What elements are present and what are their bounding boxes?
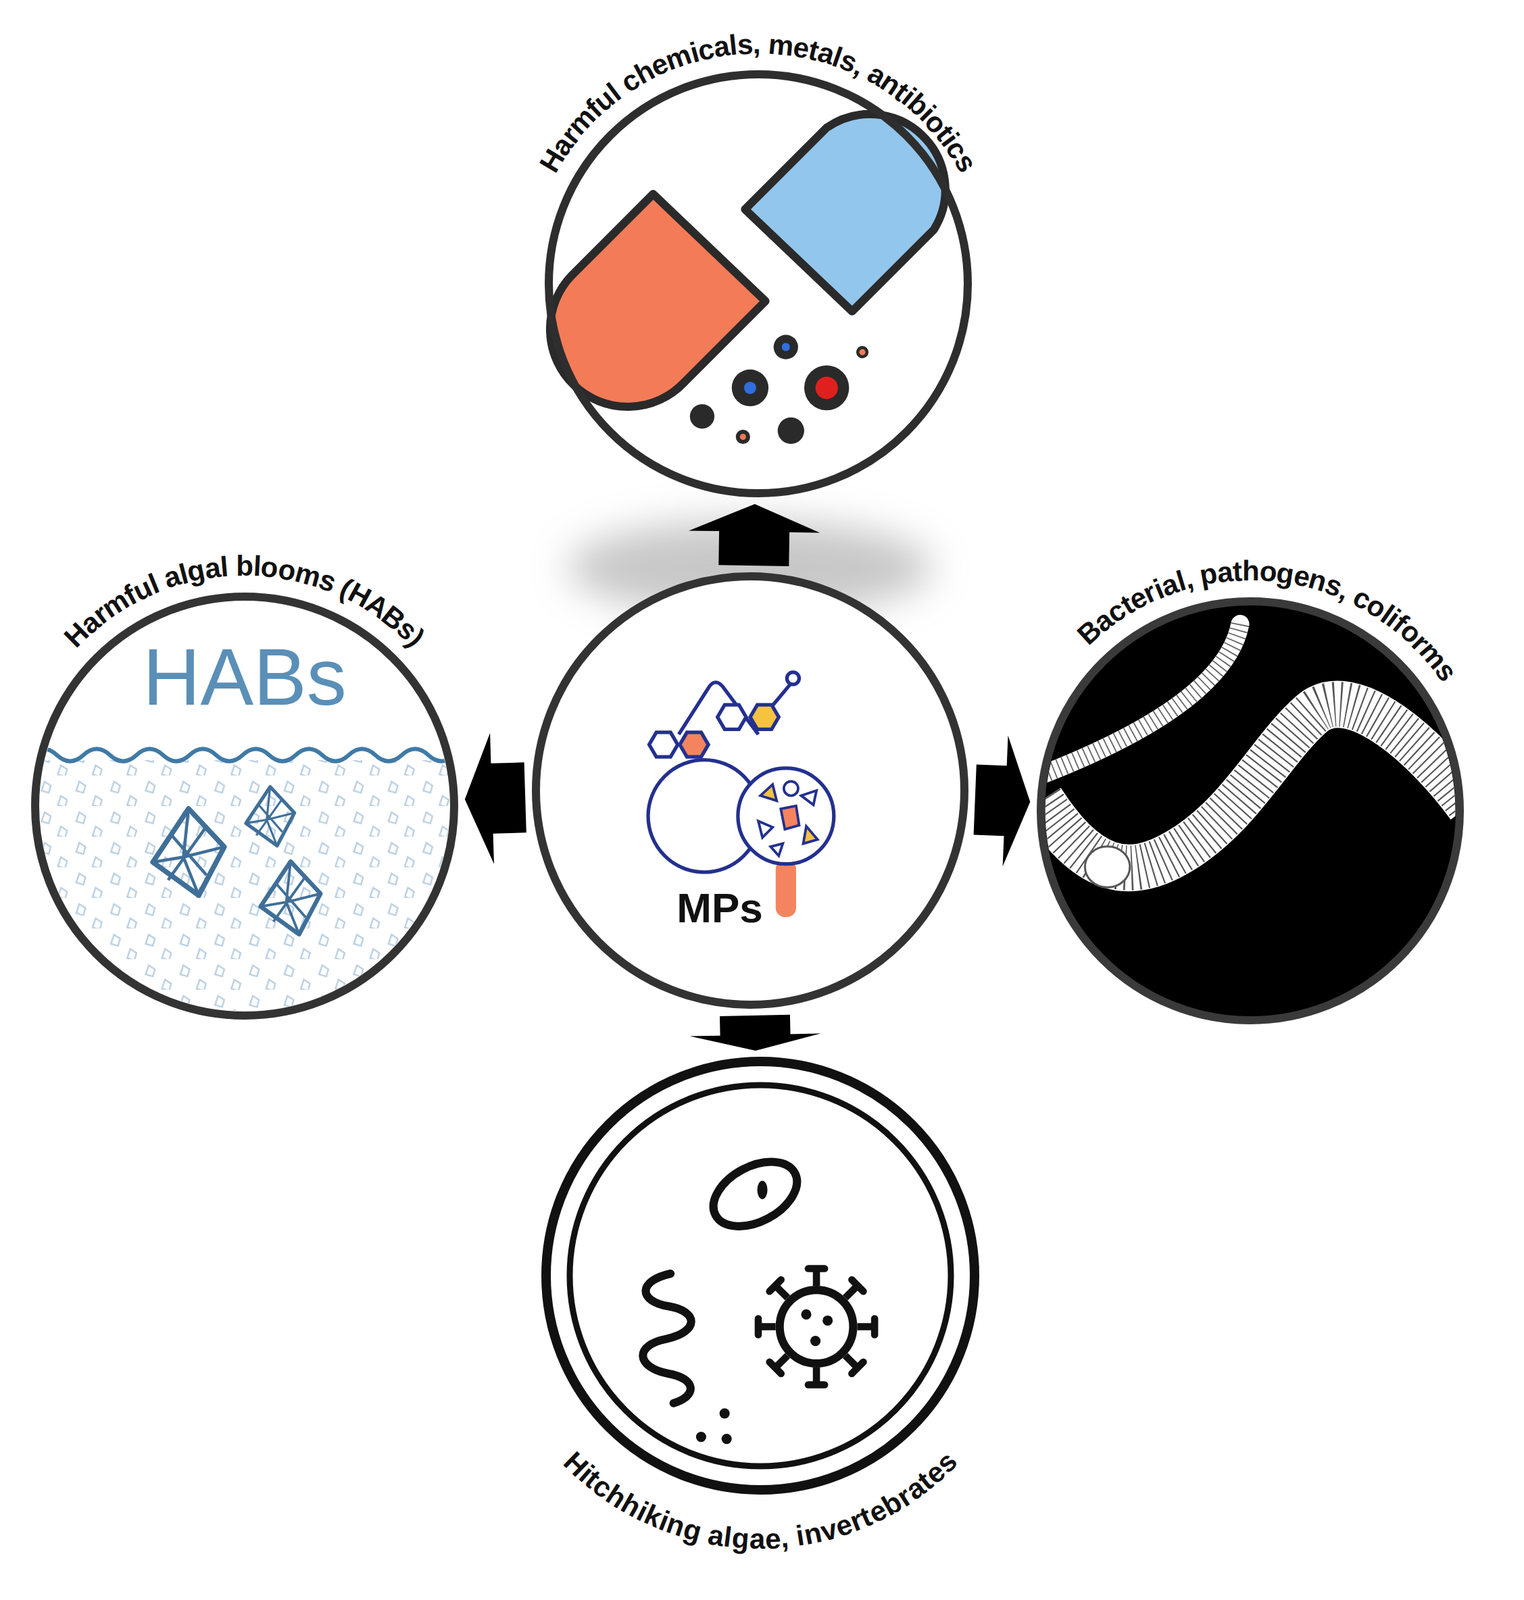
capsule-icon bbox=[735, 429, 751, 445]
hitchhiker-illustration bbox=[856, 1318, 875, 1335]
microplastic-icon bbox=[758, 821, 773, 838]
algae-illustration bbox=[246, 786, 295, 846]
hitchhiker-illustration bbox=[810, 1336, 821, 1347]
algae-illustration bbox=[30, 748, 482, 761]
hitchhiker-illustration bbox=[719, 1408, 730, 1419]
algae-illustration bbox=[260, 861, 322, 935]
block-arrow bbox=[690, 1015, 822, 1051]
mps-label: MPs bbox=[676, 883, 763, 932]
capsule-icon bbox=[856, 346, 869, 359]
inner-ring bbox=[569, 1085, 951, 1467]
bacteria-illustration bbox=[1040, 704, 1470, 868]
hitchhiker-illustration bbox=[642, 1273, 691, 1404]
capsule-icon bbox=[815, 376, 839, 399]
hitchhiker-illustration bbox=[756, 1181, 768, 1200]
capsule-icon bbox=[731, 369, 769, 407]
hitchhiker-illustration bbox=[758, 1318, 776, 1335]
hitchhiker-illustration bbox=[839, 1350, 864, 1374]
capsule-icon bbox=[744, 381, 757, 395]
circle-outline bbox=[548, 74, 968, 494]
hitchhiker-illustration bbox=[839, 1280, 864, 1304]
circle-outline bbox=[35, 596, 455, 1016]
circle-node: Bacterial, pathogens, coliforms bbox=[1040, 601, 1460, 1021]
circle-fills bbox=[548, 74, 968, 494]
capsule-icon bbox=[858, 349, 866, 356]
hitchhiker-illustration bbox=[642, 1148, 875, 1445]
block-arrow bbox=[688, 504, 820, 567]
algae-illustration bbox=[30, 760, 459, 1021]
microplastic-icon bbox=[649, 732, 678, 757]
hitchhiker-illustration bbox=[721, 1434, 732, 1445]
microplastic-icon bbox=[783, 781, 799, 796]
hitchhiker-illustration bbox=[822, 1315, 833, 1326]
microplastic-icon bbox=[780, 806, 799, 830]
algae-illustration bbox=[30, 748, 482, 1021]
circle-node: Harmful chemicals, metals, antibiotics bbox=[548, 74, 968, 494]
microplastic-icon bbox=[775, 860, 797, 918]
hitchhiker-illustration bbox=[702, 1148, 809, 1240]
arc-heading: Bacterial, pathogens, coliforms bbox=[1069, 550, 1467, 693]
microplastic-icon bbox=[801, 790, 818, 805]
circle-outline bbox=[546, 1061, 975, 1491]
circle-node: Harmful algal blooms (HABs)HABs bbox=[35, 596, 455, 1016]
hitchhiker-illustration bbox=[779, 1290, 854, 1364]
hitchhiker-illustration bbox=[808, 1367, 825, 1386]
circle-outline bbox=[535, 576, 965, 1005]
hitchhiker-illustration bbox=[696, 1432, 707, 1443]
microplastic-icon bbox=[738, 768, 834, 865]
capsule-icon bbox=[773, 335, 799, 360]
capsule-icon bbox=[550, 114, 946, 445]
arc-heading: Hitchhiking algae, invertebrates bbox=[555, 1442, 968, 1560]
circle-outline bbox=[548, 74, 968, 494]
arc-heading: Harmful chemicals, metals, antibiotics bbox=[531, 23, 987, 184]
capsule-icon bbox=[550, 193, 766, 407]
circle-node: MPs bbox=[535, 576, 965, 1005]
microplastic-icon bbox=[679, 732, 709, 757]
microplastic-icon bbox=[750, 704, 779, 730]
circle-outline bbox=[546, 1061, 975, 1491]
circle-outline bbox=[1040, 601, 1460, 1021]
capsule-icon bbox=[804, 365, 849, 411]
hitchhiker-illustration bbox=[808, 1268, 825, 1287]
bacteria-illustration bbox=[1040, 704, 1470, 868]
hab-label: HABs bbox=[142, 631, 347, 724]
circle-outline bbox=[535, 576, 965, 1005]
capsule-icon bbox=[781, 343, 791, 352]
block-arrow bbox=[464, 733, 527, 865]
circle-fills bbox=[535, 576, 965, 1005]
microplastic-icon bbox=[803, 826, 818, 845]
microplastic-icon bbox=[760, 784, 777, 801]
algae-illustration bbox=[152, 808, 225, 896]
block-arrow bbox=[973, 735, 1031, 867]
capsule-icon bbox=[777, 417, 805, 445]
capsule-icon bbox=[690, 404, 715, 429]
microplastic-icon bbox=[786, 672, 799, 685]
circle-outline bbox=[1040, 601, 1460, 1021]
hitchhiker-illustration bbox=[769, 1280, 794, 1304]
microplastic-icon bbox=[770, 844, 783, 857]
microplastic-icon bbox=[678, 682, 759, 735]
microplastic-icon bbox=[648, 672, 834, 918]
algae-illustration bbox=[30, 748, 482, 1021]
circle-fills bbox=[546, 1061, 975, 1491]
hitchhiker-illustration bbox=[800, 1309, 811, 1320]
microplastic-icon bbox=[717, 704, 747, 730]
hitchhiker-illustration bbox=[769, 1350, 794, 1374]
capsule-icon bbox=[740, 433, 747, 440]
circle-node: Hitchhiking algae, invertebrates bbox=[546, 1061, 975, 1491]
bacteria-illustration bbox=[1084, 846, 1130, 888]
